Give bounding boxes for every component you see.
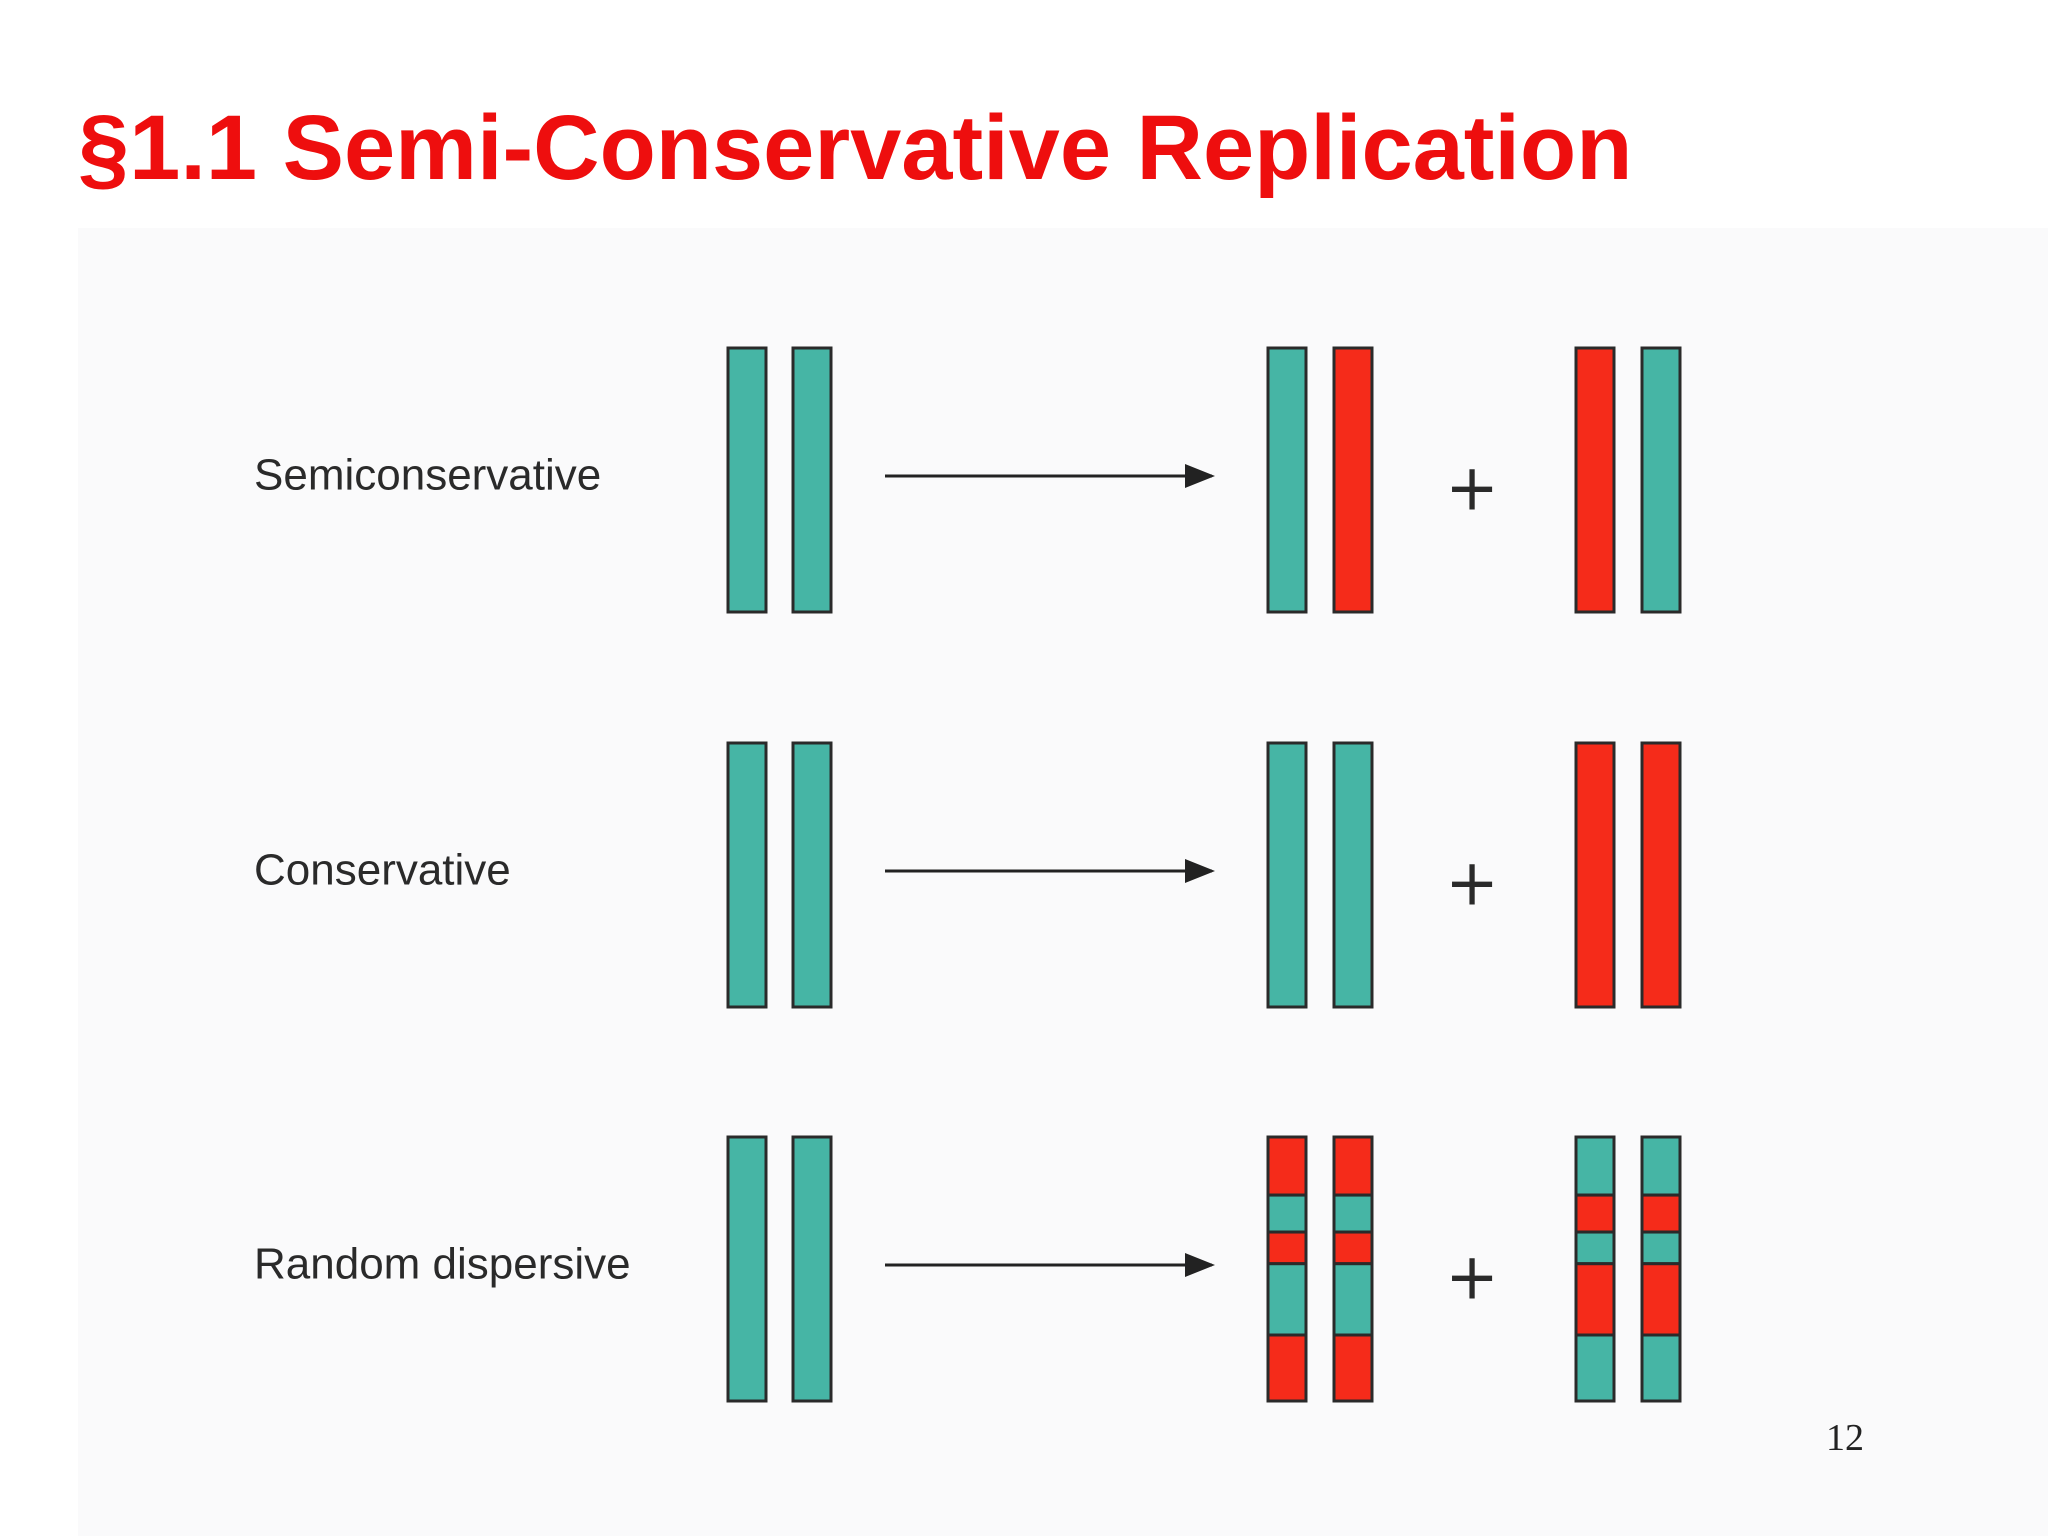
- figure-panel: [78, 228, 2048, 1536]
- strand-outline: [1640, 1135, 1682, 1403]
- parental-strand-segment: [1266, 1262, 1308, 1337]
- daughter-strand: [1266, 346, 1308, 614]
- new-strand-segment: [1332, 346, 1374, 614]
- parental-strand-segment: [1640, 1333, 1682, 1403]
- parental-strand-segment: [1266, 1193, 1308, 1234]
- strand-outline: [1574, 346, 1616, 614]
- new-strand-segment: [1640, 1193, 1682, 1234]
- parental-strand-segment: [1266, 741, 1308, 1009]
- strand-outline: [791, 346, 833, 614]
- daughter-duplex-1: [1266, 741, 1374, 1009]
- daughter-strand: [1640, 346, 1682, 614]
- parent-strand: [726, 1135, 768, 1403]
- daughter-duplex-2: [1574, 1135, 1682, 1403]
- daughter-strand: [1332, 741, 1374, 1009]
- new-strand-segment: [1266, 1333, 1308, 1403]
- strand-outline: [1332, 741, 1374, 1009]
- parent-strand: [791, 346, 833, 614]
- new-strand-segment: [1332, 1230, 1374, 1266]
- new-strand-segment: [1640, 1262, 1682, 1337]
- daughter-duplex-1: [1266, 1135, 1374, 1403]
- new-strand-segment: [1640, 741, 1682, 1009]
- strand-outline: [1640, 346, 1682, 614]
- parent-duplex: [726, 1135, 833, 1403]
- new-strand-segment: [1332, 1135, 1374, 1197]
- strand-outline: [1266, 1135, 1308, 1403]
- strand-outline: [791, 1135, 833, 1403]
- plus-sign: +: [1445, 847, 1499, 921]
- daughter-strand: [1266, 741, 1308, 1009]
- new-strand-segment: [1266, 1230, 1308, 1266]
- parental-strand-segment: [1574, 1135, 1616, 1197]
- plus-sign: +: [1445, 1241, 1499, 1315]
- parental-strand-segment: [1332, 1193, 1374, 1234]
- model-row: Semiconservative +: [254, 346, 1682, 614]
- strand-outline: [726, 1135, 768, 1403]
- parent-strand: [726, 346, 768, 614]
- parent-strand: [726, 741, 768, 1009]
- strand-outline: [1574, 741, 1616, 1009]
- row-label: Conservative: [254, 846, 511, 895]
- new-strand-segment: [1332, 1333, 1374, 1403]
- daughter-strand: [1574, 741, 1616, 1009]
- parent-duplex: [726, 346, 833, 614]
- new-strand-segment: [1574, 346, 1616, 614]
- parental-strand-segment: [1574, 1333, 1616, 1403]
- plus-sign: +: [1445, 452, 1499, 526]
- parent-duplex: [726, 741, 833, 1009]
- parental-strand-segment: [791, 741, 833, 1009]
- row-label: Random dispersive: [254, 1240, 631, 1289]
- strand-outline: [1332, 1135, 1374, 1403]
- strand-outline: [1332, 346, 1374, 614]
- new-strand-segment: [1574, 1262, 1616, 1337]
- page-number: 12: [1826, 1417, 1864, 1459]
- strand-outline: [1640, 741, 1682, 1009]
- parental-strand-segment: [1266, 346, 1308, 614]
- daughter-duplex-2: [1574, 346, 1682, 614]
- daughter-strand: [1574, 346, 1616, 614]
- strand-outline: [791, 741, 833, 1009]
- strand-outline: [1266, 741, 1308, 1009]
- parental-strand-segment: [1640, 1135, 1682, 1197]
- parental-strand-segment: [1332, 1262, 1374, 1337]
- strand-outline: [726, 741, 768, 1009]
- parental-strand-segment: [791, 346, 833, 614]
- strand-outline: [1574, 1135, 1616, 1403]
- daughter-strand: [1266, 1135, 1308, 1403]
- model-row: Conservative +: [254, 741, 1682, 1009]
- parent-strand: [791, 741, 833, 1009]
- daughter-strand: [1332, 346, 1374, 614]
- daughter-strand: [1640, 741, 1682, 1009]
- slide-title: §1.1 Semi-Conservative Replication: [78, 97, 1633, 199]
- strand-outline: [1266, 346, 1308, 614]
- model-row: Random dispersive +: [254, 1135, 1682, 1403]
- new-strand-segment: [1574, 1193, 1616, 1234]
- daughter-strand: [1574, 1135, 1616, 1403]
- row-label: Semiconservative: [254, 451, 601, 500]
- parental-strand-segment: [1640, 1230, 1682, 1266]
- new-strand-segment: [1266, 1135, 1308, 1197]
- parental-strand-segment: [726, 741, 768, 1009]
- parental-strand-segment: [1574, 1230, 1616, 1266]
- daughter-duplex-1: [1266, 346, 1374, 614]
- parent-strand: [791, 1135, 833, 1403]
- parental-strand-segment: [726, 346, 768, 614]
- parental-strand-segment: [1640, 346, 1682, 614]
- parental-strand-segment: [726, 1135, 768, 1403]
- daughter-strand: [1640, 1135, 1682, 1403]
- daughter-duplex-2: [1574, 741, 1682, 1009]
- parental-strand-segment: [1332, 741, 1374, 1009]
- strand-outline: [726, 346, 768, 614]
- daughter-strand: [1332, 1135, 1374, 1403]
- new-strand-segment: [1574, 741, 1616, 1009]
- parental-strand-segment: [791, 1135, 833, 1403]
